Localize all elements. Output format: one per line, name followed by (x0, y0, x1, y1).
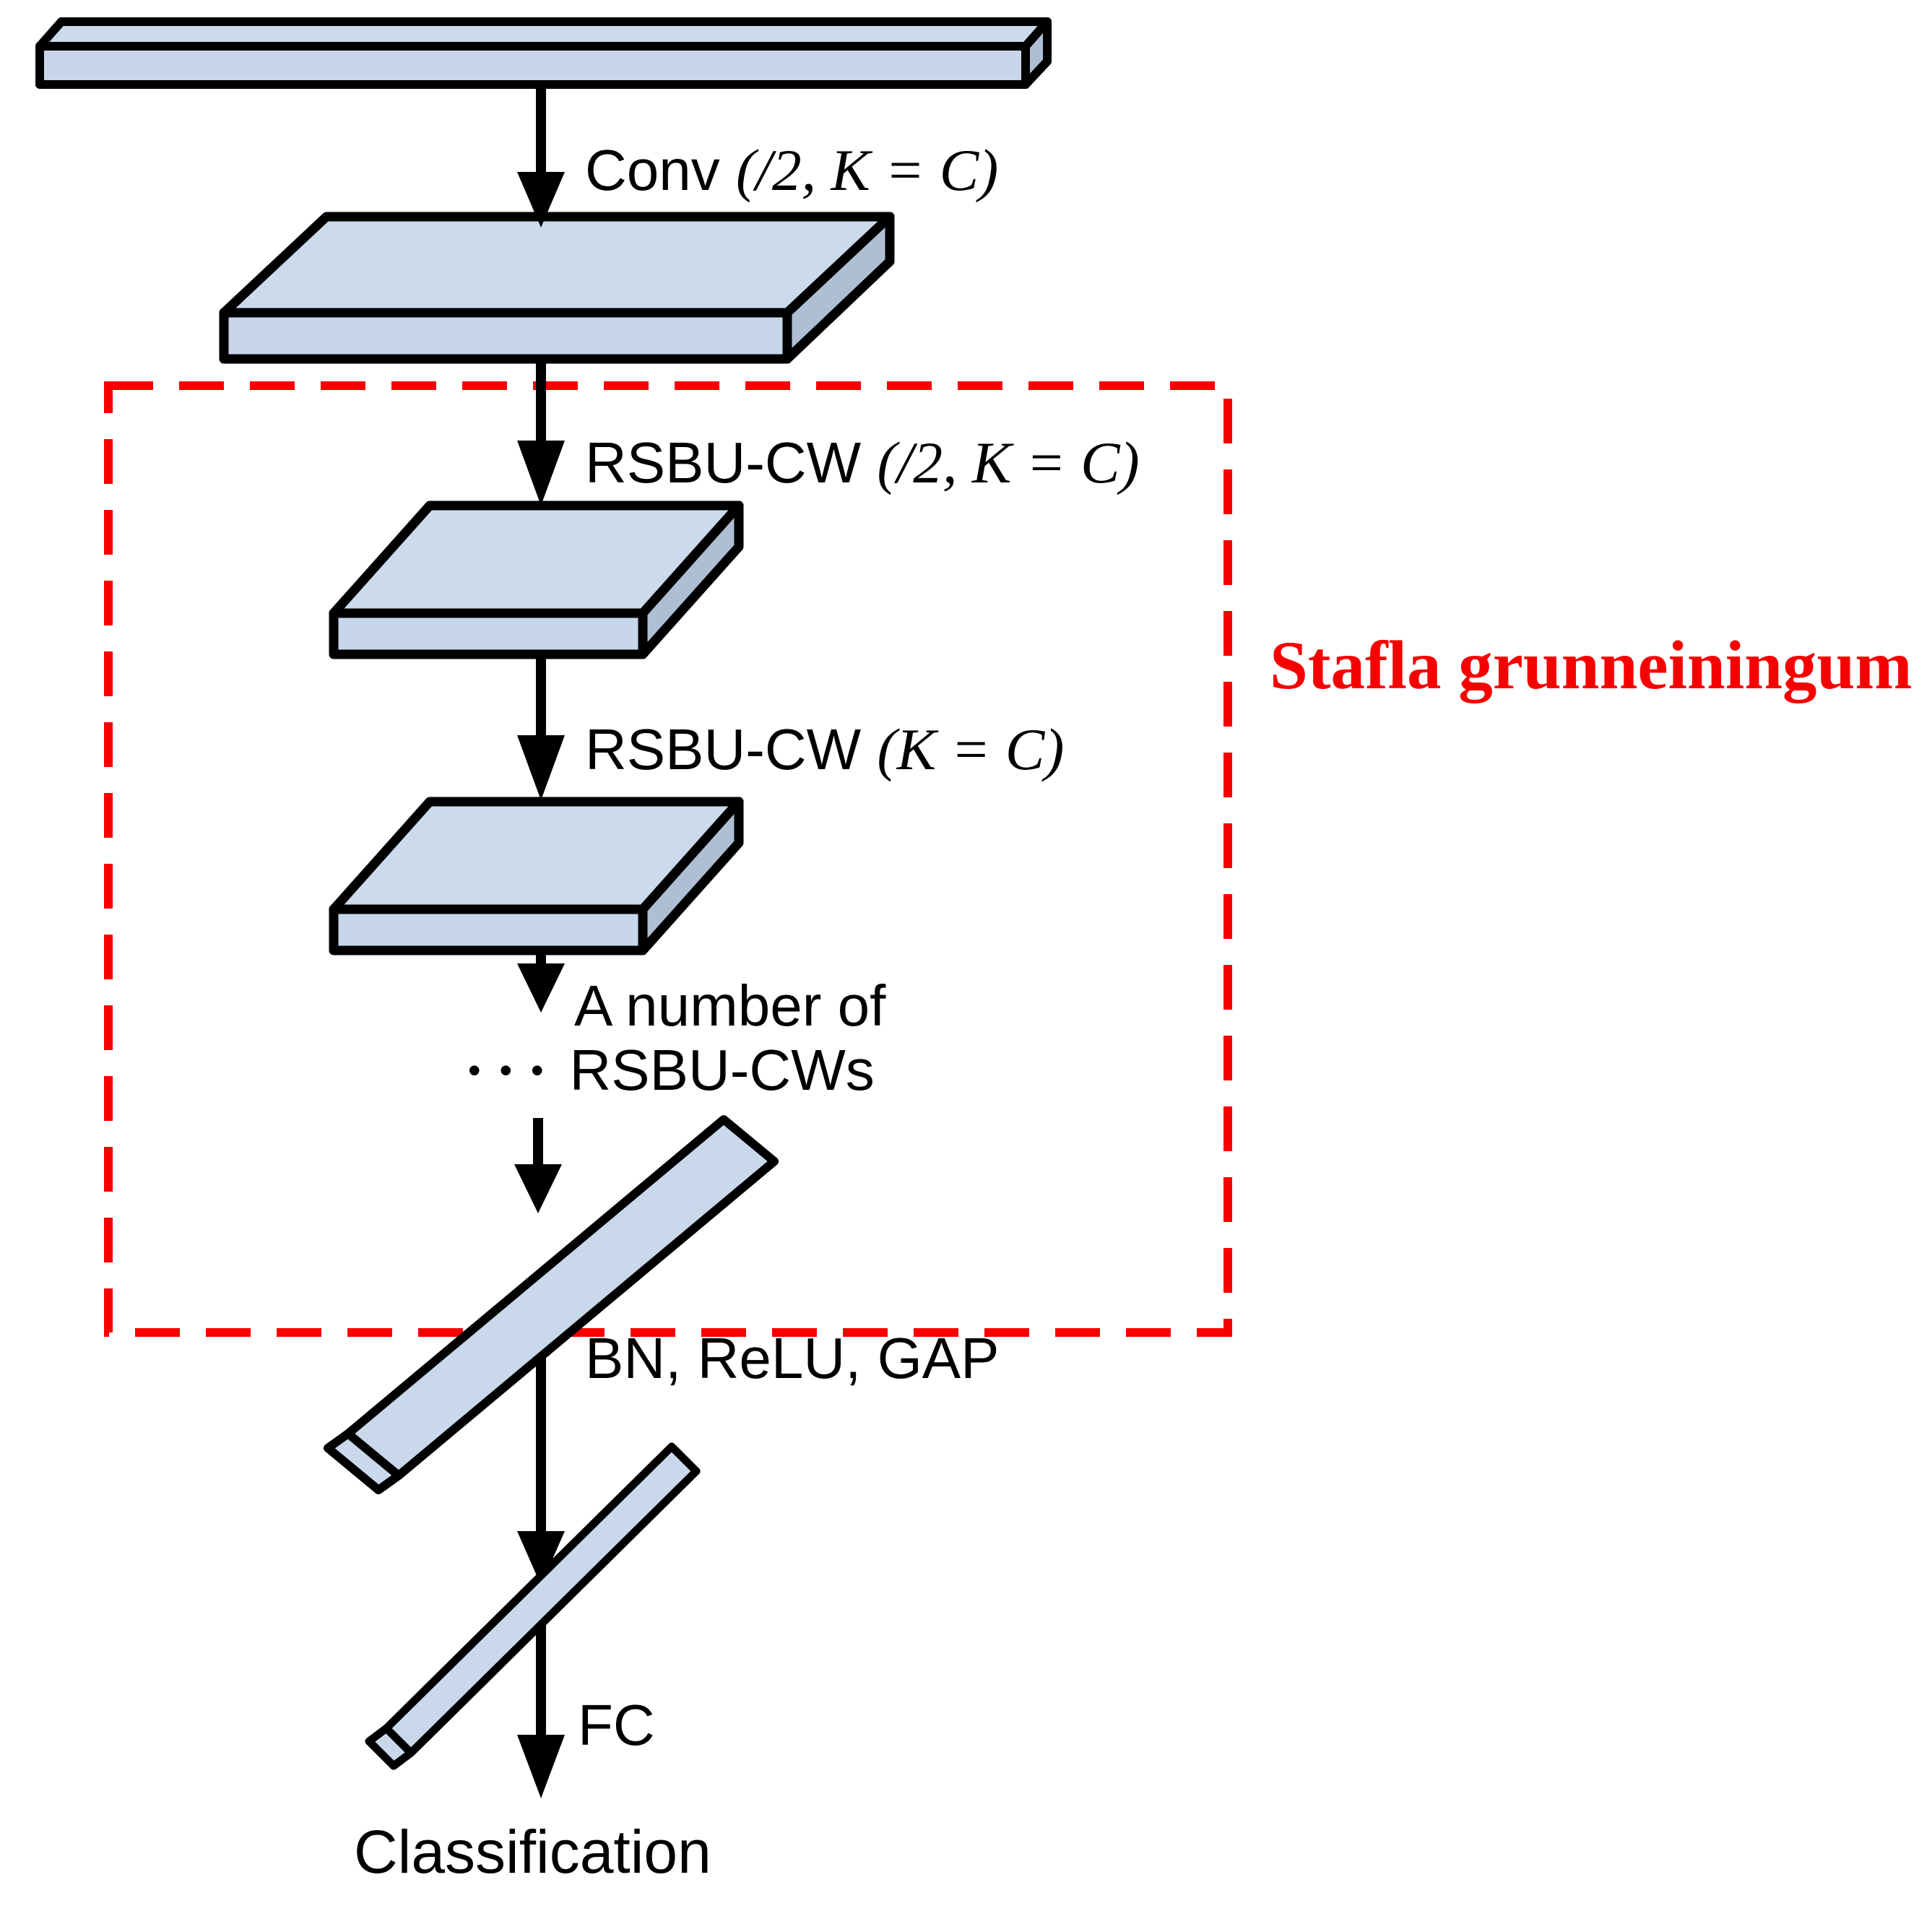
rsbu-down-arrow-head (517, 441, 565, 506)
rsbu-feature-map-2 (329, 797, 744, 956)
stack-caption: Stafla grunneiningum (1270, 627, 1912, 703)
stacked-feature-bar (324, 1115, 779, 1494)
fc-arrow-shaft (536, 1611, 546, 1741)
rsbu-map-1-front-face (329, 608, 648, 659)
rsbu-same-arrow-shaft (536, 654, 546, 740)
stacked-bar-front-face (344, 1115, 779, 1480)
conv-arrow (517, 84, 565, 228)
conv-map-top-face (219, 212, 895, 318)
bn-relu-gap-arrow (517, 1351, 565, 1585)
conv-arrow-shaft (536, 84, 546, 178)
rsbu-down-label-text: RSBU-CW (585, 430, 878, 495)
fc-label: FC (578, 1693, 655, 1757)
more-rsbu-arrow (517, 950, 565, 1013)
input-bar-front-face (35, 42, 1030, 89)
rsbu-same-arrow (517, 654, 565, 800)
gap-vector-bar (365, 1442, 701, 1770)
conv-map-front-face (219, 308, 792, 364)
rsbu-map-2-front-face (329, 904, 648, 956)
more-rsbu-label-line1: A number of (574, 974, 886, 1038)
to-last-feature-arrow-shaft (533, 1118, 543, 1169)
conv-label-text: Conv (585, 138, 736, 202)
rsbu-down-label: RSBU-CW (/2, K = C) (585, 430, 1140, 495)
conv-feature-map (219, 212, 895, 364)
conv-arrow-head (517, 172, 565, 228)
to-last-feature-arrow (514, 1118, 562, 1213)
to-last-feature-arrow-head (514, 1164, 562, 1213)
more-rsbu-label-line2: ••• RSBU-CWs (468, 1039, 875, 1102)
rsbu-same-label-math: (K = C) (877, 716, 1065, 782)
more-rsbu-label-text: RSBU-CWs (569, 1038, 875, 1102)
bn-relu-gap-arrow-shaft (536, 1351, 546, 1543)
fc-arrow-head (517, 1735, 565, 1798)
fc-arrow (517, 1611, 565, 1798)
gap-vector-front-face (382, 1442, 701, 1757)
rsbu-down-arrow (517, 359, 565, 506)
conv-label: Conv (/2, K = C) (585, 137, 998, 203)
rsbu-same-arrow-head (517, 735, 565, 800)
input-signal-bar (35, 17, 1052, 89)
rsbu-down-label-math: (/2, K = C) (877, 430, 1140, 495)
rsbu-same-label-text: RSBU-CW (585, 717, 878, 781)
more-rsbu-arrow-head (517, 963, 565, 1013)
bn-relu-gap-label: BN, ReLU, GAP (585, 1326, 1000, 1390)
conv-label-math: (/2, K = C) (735, 137, 999, 203)
classification-label: Classification (354, 1818, 711, 1886)
stack-boundary-box (104, 381, 1232, 1337)
rsbu-same-label: RSBU-CW (K = C) (585, 716, 1064, 782)
rsbu-down-arrow-shaft (536, 359, 546, 446)
bn-relu-gap-arrow-head (517, 1531, 565, 1585)
flow-arrows (514, 84, 565, 1798)
ellipsis-dots: ••• (468, 1050, 563, 1091)
rsbu-feature-map-1 (329, 500, 744, 659)
